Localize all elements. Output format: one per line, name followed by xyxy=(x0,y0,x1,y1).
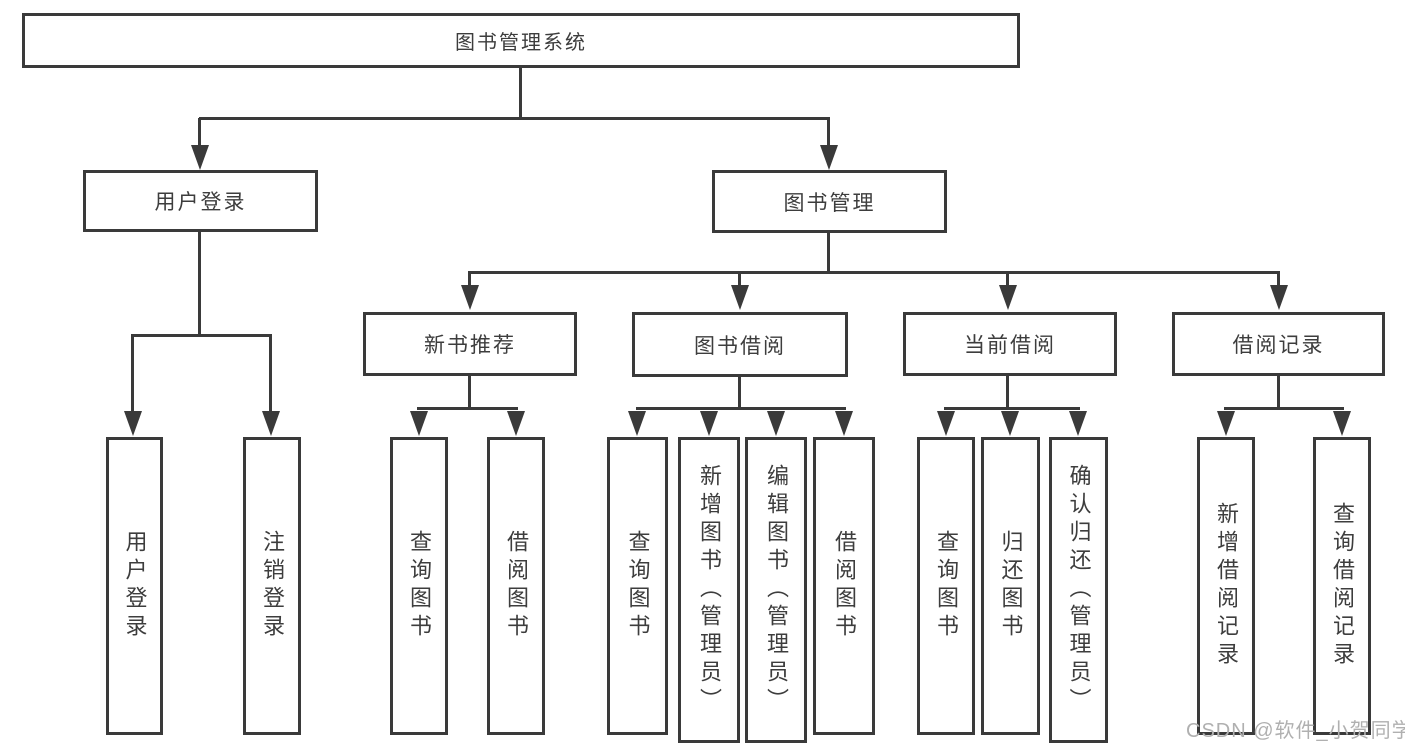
connector-line xyxy=(1224,407,1344,410)
connector-line xyxy=(131,334,272,337)
arrowhead-down-icon xyxy=(731,285,749,310)
node-label: 借阅图书 xyxy=(832,530,857,642)
node-label: 借阅图书 xyxy=(504,530,529,642)
arrowhead-down-icon xyxy=(628,411,646,436)
leaf-query-books-2: 查询图书 xyxy=(607,437,668,735)
node-label: 查询借阅记录 xyxy=(1330,502,1355,670)
connector-line xyxy=(827,232,830,273)
connector-line xyxy=(738,272,741,286)
leaf-confirm-return-admin: 确认归还（管理员） xyxy=(1049,437,1108,743)
leaf-edit-books-admin: 编辑图书（管理员） xyxy=(745,437,807,743)
leaf-logout: 注销登录 xyxy=(243,437,301,735)
node-user-login-branch: 用户登录 xyxy=(83,170,318,232)
node-new-book-recommend: 新书推荐 xyxy=(363,312,577,376)
node-label: 新增图书（管理员） xyxy=(697,464,722,716)
connector-line xyxy=(944,407,1080,410)
node-label: 用户登录 xyxy=(122,530,148,642)
node-label: 用户登录 xyxy=(154,191,247,214)
node-root-system: 图书管理系统 xyxy=(22,13,1020,68)
connector-line xyxy=(636,407,846,410)
node-label: 确认归还（管理员） xyxy=(1066,464,1092,716)
node-label: 图书借阅 xyxy=(694,334,786,358)
arrowhead-down-icon xyxy=(1069,411,1087,436)
node-label: 图书管理 xyxy=(783,191,876,215)
connector-line xyxy=(468,272,471,286)
arrowhead-down-icon xyxy=(937,411,955,436)
connector-line xyxy=(269,336,272,411)
node-label: 查询图书 xyxy=(625,530,651,642)
connector-line xyxy=(827,118,830,146)
node-label: 当前借阅 xyxy=(964,334,1056,357)
arrowhead-down-icon xyxy=(191,145,209,170)
leaf-borrow-books-1: 借阅图书 xyxy=(487,437,545,735)
leaf-borrow-books-2: 借阅图书 xyxy=(813,437,875,735)
connector-line xyxy=(1006,272,1009,286)
connector-line xyxy=(198,231,201,336)
leaf-add-borrow-record: 新增借阅记录 xyxy=(1197,437,1255,735)
node-current-borrow: 当前借阅 xyxy=(903,312,1117,376)
node-label: 查询图书 xyxy=(407,530,432,642)
arrowhead-down-icon xyxy=(1001,411,1019,436)
arrowhead-down-icon xyxy=(700,411,718,436)
connector-line xyxy=(468,375,471,409)
leaf-query-books-1: 查询图书 xyxy=(390,437,448,735)
arrowhead-down-icon xyxy=(1333,411,1351,436)
arrowhead-down-icon xyxy=(835,411,853,436)
node-label: 注销登录 xyxy=(260,530,285,642)
arrowhead-down-icon xyxy=(1270,285,1288,310)
connector-line xyxy=(417,407,518,410)
arrowhead-down-icon xyxy=(1217,411,1235,436)
arrowhead-down-icon xyxy=(507,411,525,436)
arrowhead-down-icon xyxy=(767,411,785,436)
leaf-query-books-3: 查询图书 xyxy=(917,437,975,735)
arrowhead-down-icon xyxy=(124,411,142,436)
connector-line xyxy=(519,68,522,118)
connector-line xyxy=(1277,375,1280,409)
connector-line xyxy=(738,375,741,409)
connector-line xyxy=(1006,375,1009,409)
leaf-return-books: 归还图书 xyxy=(981,437,1040,735)
node-book-management-branch: 图书管理 xyxy=(712,170,947,233)
node-label: 新增借阅记录 xyxy=(1214,502,1239,670)
connector-line xyxy=(468,271,1280,274)
arrowhead-down-icon xyxy=(461,285,479,310)
node-label: 归还图书 xyxy=(998,530,1024,642)
csdn-watermark: CSDN @软件_小贺同学 xyxy=(1186,720,1405,742)
connector-line xyxy=(1277,272,1280,286)
leaf-add-books-admin: 新增图书（管理员） xyxy=(678,437,740,743)
connector-line xyxy=(199,117,830,120)
node-book-borrow: 图书借阅 xyxy=(632,312,848,377)
node-label: 借阅记录 xyxy=(1232,334,1325,357)
leaf-user-login: 用户登录 xyxy=(106,437,163,735)
connector-line xyxy=(131,336,134,411)
node-borrow-records: 借阅记录 xyxy=(1172,312,1385,376)
arrowhead-down-icon xyxy=(410,411,428,436)
connector-line xyxy=(198,118,201,146)
arrowhead-down-icon xyxy=(262,411,280,436)
node-label: 图书管理系统 xyxy=(455,32,587,54)
node-label: 编辑图书（管理员） xyxy=(764,464,789,716)
node-label: 新书推荐 xyxy=(424,334,516,357)
arrowhead-down-icon xyxy=(999,285,1017,310)
leaf-query-borrow-record: 查询借阅记录 xyxy=(1313,437,1371,735)
node-label: 查询图书 xyxy=(934,530,959,642)
arrowhead-down-icon xyxy=(820,145,838,170)
